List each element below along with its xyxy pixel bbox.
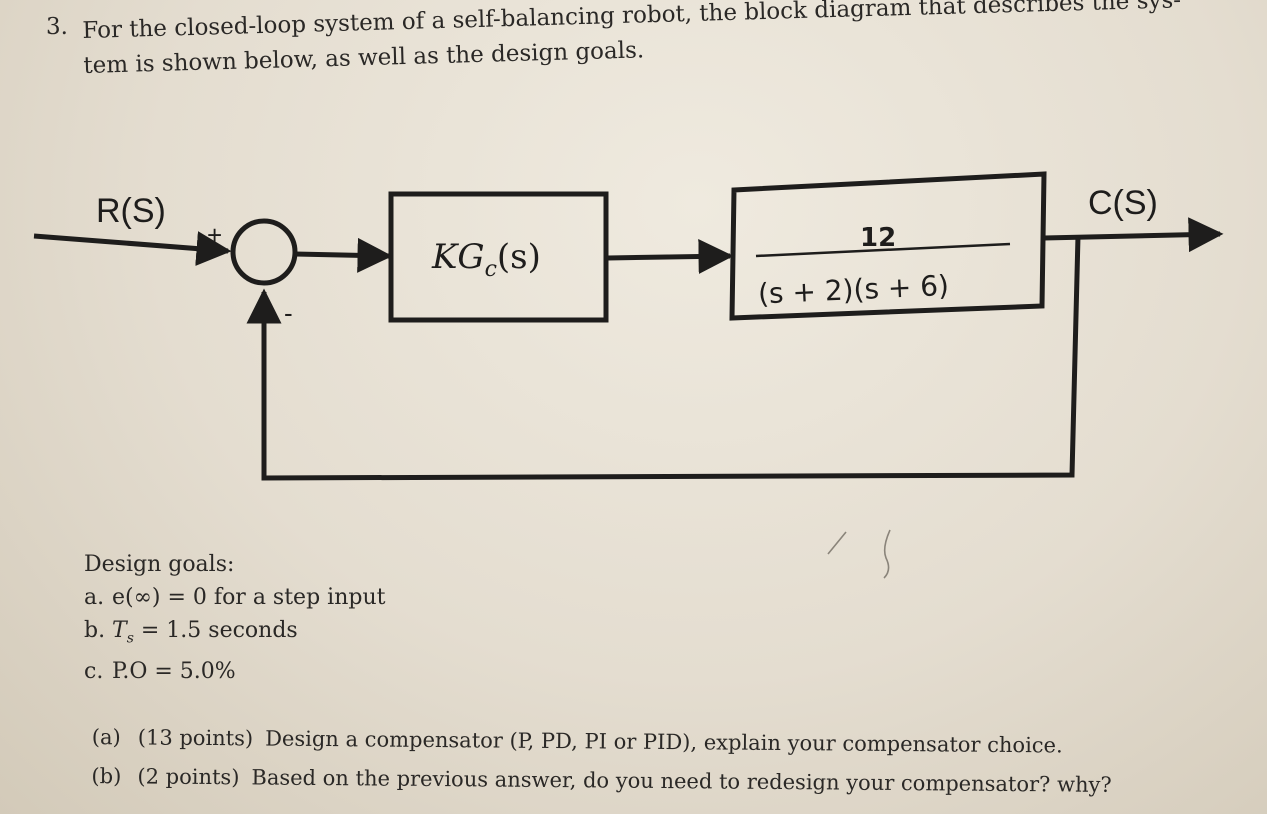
controller-to-plant-line [607,239,734,275]
input-label: R(S) [96,192,166,230]
design-goal-b: b.Ts = 1.5 seconds [84,614,385,655]
plant-numerator: 12 [860,223,896,253]
part-points: (2 points) [137,764,240,790]
goal-text: = 1.5 seconds [133,618,298,643]
question-number: 3. [46,14,68,40]
plus-sign: + [207,220,222,250]
controller-block [388,191,609,323]
block-diagram: R(S) + - KGc(s) 12 (s + 2)(s + 6) C(S) [0,150,1267,510]
part-b: (b) (2 points) Based on the previous answe… [91,757,1112,805]
goal-text: P.O = 5.0% [112,659,236,685]
goal-symbol: T [112,618,127,643]
plant-fraction-bar [755,242,1011,258]
goal-subscript: s [126,630,134,647]
junction-to-controller-line [294,237,393,273]
controller-label: KGc(s) [431,237,541,282]
plant-block [729,171,1047,321]
goal-prefix: a. [84,585,105,610]
goal-prefix: b. [84,618,106,643]
pencil-mark [827,529,891,579]
design-goal-c: c. P.O = 5.0% [84,655,385,688]
plant-denominator: (s + 2)(s + 6) [757,269,949,311]
design-goals: Design goals: a. e(∞) = 0 for a step inpu… [84,548,385,688]
block-diagram-svg: R(S) + - KGc(s) 12 (s + 2)(s + 6) C(S) [33,171,1224,481]
feedback-path [246,235,1081,481]
output-label: C(S) [1088,184,1158,222]
input-signal-line [33,231,232,267]
question-parts: (a) (13 points) Design a compensator (P, P… [91,718,1112,805]
design-goal-a: a. e(∞) = 0 for a step input [84,581,385,614]
part-tag: (a) [91,724,121,750]
goal-text: e(∞) = 0 for a step input [112,585,386,610]
output-signal-line [1043,217,1224,253]
minus-sign: - [284,298,293,328]
part-text: Based on the previous answer, do you nee… [251,765,1112,797]
question-text: For the closed-loop system of a self-bal… [82,0,1184,84]
part-text: Design a compensator (P, PD, PI or PID),… [265,726,1063,758]
goal-prefix: c. [84,659,104,685]
part-points: (13 points) [137,725,254,751]
summing-junction [230,218,298,286]
design-goals-title: Design goals: [84,552,235,577]
part-tag: (b) [91,763,122,789]
